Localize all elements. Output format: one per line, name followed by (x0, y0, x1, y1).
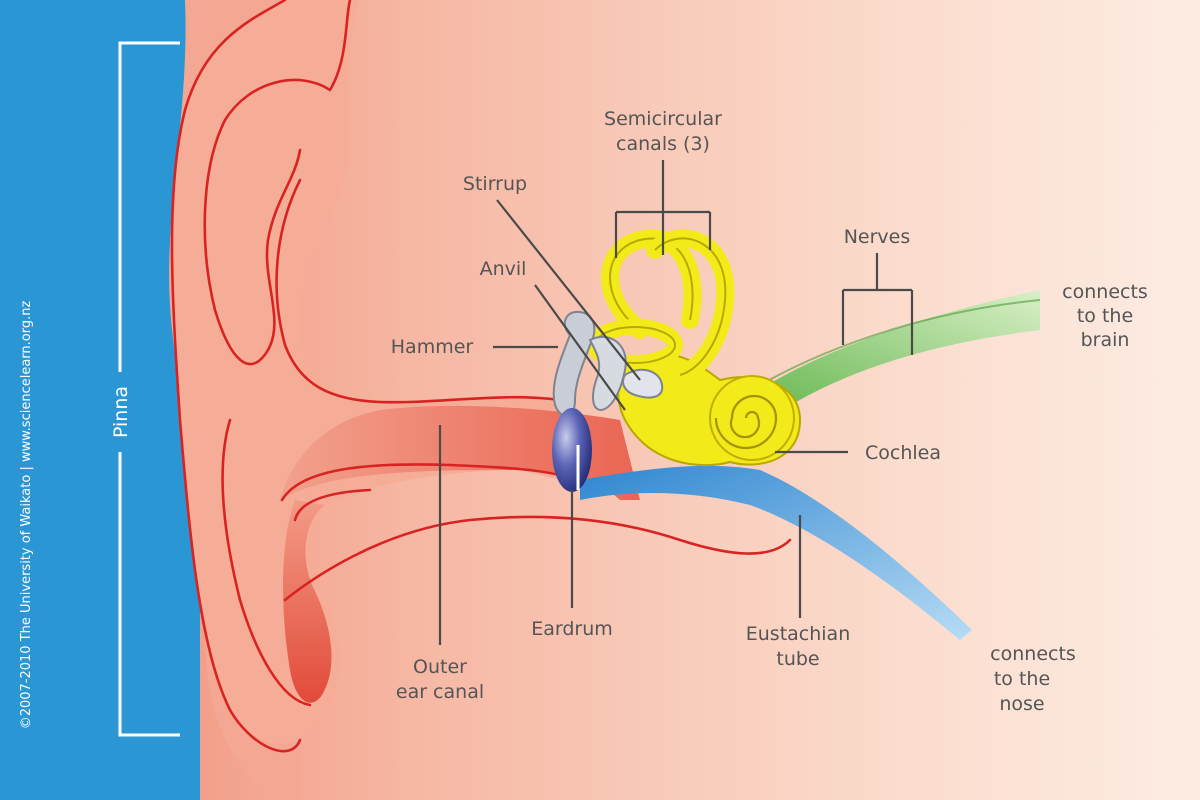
label-hammer: Hammer (391, 336, 474, 358)
label-eardrum: Eardrum (531, 618, 613, 640)
label-eustachian-line1: Eustachian (746, 623, 851, 645)
label-outer-canal-line2: ear canal (396, 681, 484, 703)
label-brain-line2: to the (1077, 305, 1133, 327)
pinna-shape (171, 0, 560, 744)
earlobe-shadow (283, 500, 332, 703)
label-anvil: Anvil (480, 258, 527, 280)
label-outer-canal-line1: Outer (413, 656, 467, 678)
label-brain-line1: connects (1062, 281, 1148, 303)
eardrum-shape (552, 408, 592, 492)
copyright-text: ©2007-2010 The University of Waikato | w… (19, 301, 34, 730)
eustachian-tube-shape (580, 465, 972, 640)
leader-lines (438, 160, 914, 645)
label-stirrup: Stirrup (463, 173, 527, 195)
side-panel (0, 0, 200, 800)
label-nose-line1: connects (990, 643, 1076, 665)
label-nerves: Nerves (844, 226, 911, 248)
label-nose-line2: to the (994, 668, 1050, 690)
nerve-strand (759, 299, 1041, 386)
ear-outlines (170, 0, 792, 753)
pinna-label-gap (110, 372, 130, 452)
label-semicircular-line2: canals (3) (616, 133, 710, 155)
ossicles (552, 310, 664, 417)
label-pinna: Pinna (110, 386, 132, 438)
label-eustachian-line2: tube (776, 648, 819, 670)
label-nose-line3: nose (999, 693, 1044, 715)
label-brain-line3: brain (1081, 329, 1130, 351)
nerve-bundle (745, 290, 1040, 425)
label-cochlea: Cochlea (865, 442, 941, 464)
outer-ear-canal-shape (280, 405, 640, 500)
label-semicircular-line1: Semicircular (604, 108, 722, 130)
